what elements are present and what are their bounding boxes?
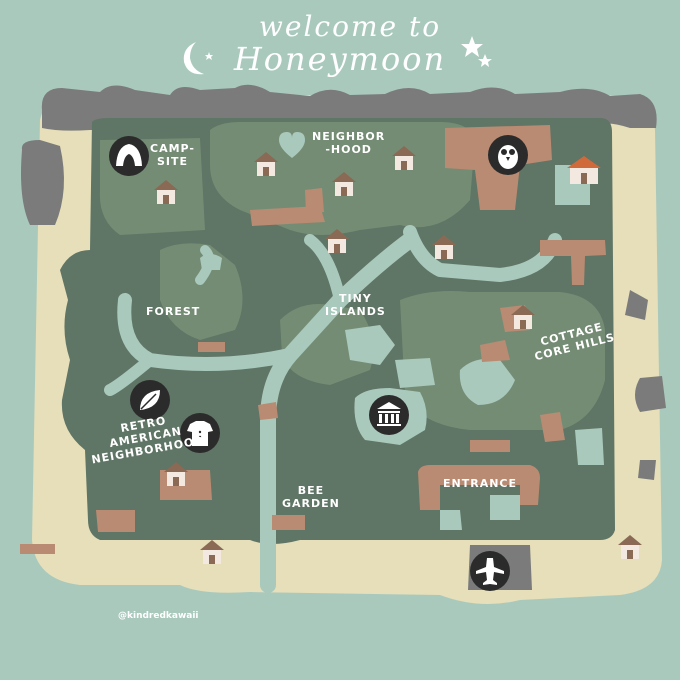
label-forest: FOREST [146, 305, 201, 318]
house-icon [164, 462, 188, 486]
heart-icon [279, 132, 305, 158]
house-icon [392, 146, 416, 170]
label-entrance: ENTRANCE [443, 477, 517, 490]
label-bee-garden: BEE GARDEN [282, 484, 340, 510]
house-icon [254, 152, 278, 176]
house-icon [618, 535, 642, 559]
label-campsite: CAMP- SITE [150, 142, 195, 168]
label-tiny-islands: TINY ISLANDS [325, 292, 386, 318]
label-neighborhood: NEIGHBOR -HOOD [312, 130, 386, 156]
house-icon [325, 229, 349, 253]
airplane-icon [470, 551, 510, 591]
leaf-icon [130, 380, 170, 420]
house-icon [154, 180, 178, 204]
credit-handle: @kindredkawaii [118, 611, 199, 621]
ponds [200, 165, 604, 530]
house-icon [511, 305, 535, 329]
shirt-icon [180, 413, 220, 453]
house-icon [432, 235, 456, 259]
map-title-line1: welcome to [258, 10, 442, 43]
moon-icon [183, 42, 204, 75]
house-icon [332, 172, 356, 196]
house-icon [567, 156, 601, 184]
houses [154, 146, 642, 564]
star-icon [461, 36, 483, 57]
museum-icon [369, 395, 409, 435]
star-icon [478, 54, 492, 67]
house-icon [200, 540, 224, 564]
owl-icon [488, 135, 528, 175]
map-title-line2: Honeymoon [233, 40, 447, 78]
star-icon [205, 52, 213, 60]
tent-icon [109, 136, 149, 176]
